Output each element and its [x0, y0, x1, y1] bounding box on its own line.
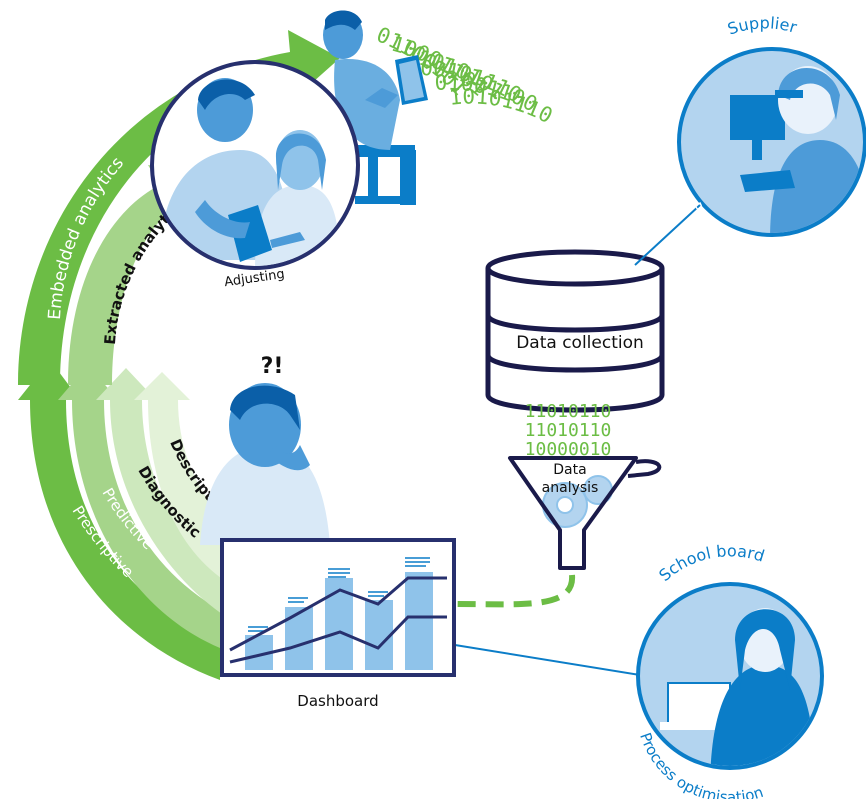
diagnostic-band — [96, 368, 225, 614]
school-board-circle: School board Process optimisation — [636, 541, 824, 799]
data-analysis-label-line2: analysis — [542, 480, 599, 496]
thinking-person-illustration: ?! — [200, 354, 330, 545]
data-collection-label: Data collection — [516, 333, 644, 353]
dashed-connector — [454, 574, 576, 608]
adjusting-label: Adjusting — [223, 267, 285, 290]
dashboard-bar — [365, 600, 393, 670]
funnel-binary: 11010110 11010110 10000010 — [525, 401, 612, 460]
dashboard-bars — [245, 572, 433, 670]
binary-line: 11010110 — [525, 401, 612, 422]
binary-line: 10101110 — [448, 84, 556, 128]
supplier-circle: Supplier Product optimisation — [677, 13, 866, 271]
school-board-connector — [454, 644, 641, 676]
dashboard-bar — [285, 607, 313, 670]
school-board-label: School board — [655, 541, 767, 585]
binary-line: 11010110 — [525, 420, 612, 441]
dashboard: Dashboard — [220, 538, 456, 710]
predictive-band — [58, 365, 220, 648]
dashboard-bar — [405, 572, 433, 670]
data-analysis-label-line1: Data — [553, 462, 586, 478]
dashboard-label: Dashboard — [297, 692, 378, 710]
data-analysis-funnel: Data analysis — [508, 456, 662, 570]
dashboard-bar-labels — [248, 557, 430, 632]
binary-line: 10000010 — [525, 439, 612, 460]
question-mark-label: ?! — [261, 354, 284, 379]
supplier-label: Supplier — [725, 13, 799, 38]
extracted-analytics-arrow — [68, 165, 205, 385]
dashboard-trend-line-lower — [229, 615, 447, 664]
dashboard-trend-line-upper — [229, 576, 447, 652]
supplier-connector — [634, 204, 701, 266]
prescriptive-band — [18, 360, 220, 680]
data-collection-database: Data collection — [485, 249, 665, 413]
adjusting-circle: Adjusting — [150, 60, 360, 290]
